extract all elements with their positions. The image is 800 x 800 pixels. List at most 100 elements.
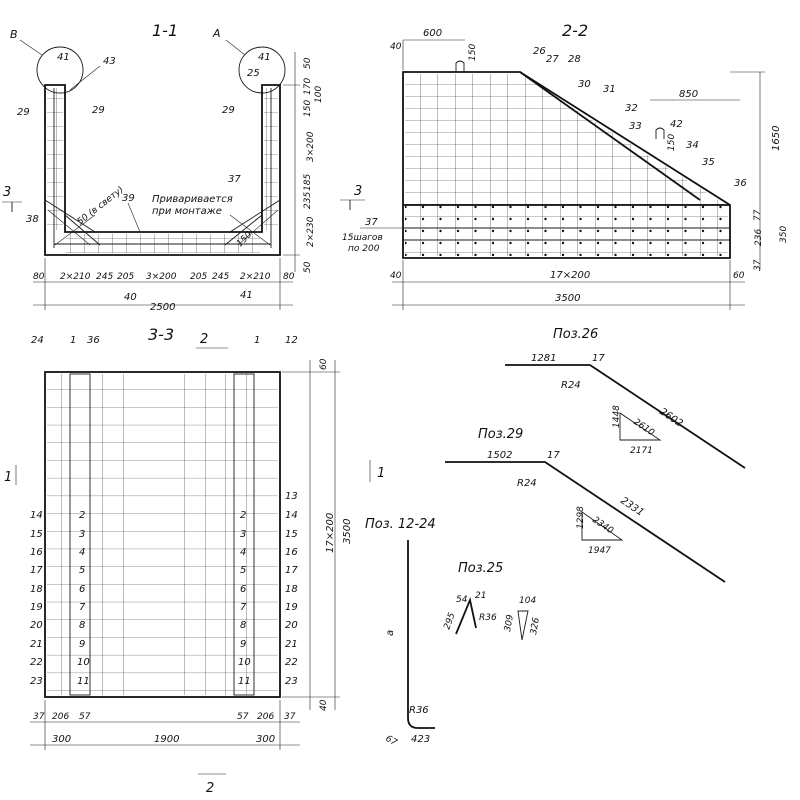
- dim-right: 3×200: [306, 131, 316, 162]
- left-label: 23: [30, 676, 43, 687]
- left-label: 20: [30, 620, 43, 631]
- slope-triangle: [581, 511, 624, 541]
- pos-label: 31: [603, 84, 616, 95]
- dim-d: 309: [503, 614, 516, 633]
- inner-label-right: 6: [240, 584, 246, 595]
- dim-right: 37: [753, 259, 763, 271]
- cut-mark: 2: [200, 332, 208, 347]
- dim-right: 236: [754, 229, 764, 246]
- pos-label: 35: [702, 157, 715, 168]
- bottom-slab-mesh: [66, 234, 260, 253]
- pos-label: 29: [92, 105, 105, 116]
- left-label: 17: [30, 565, 43, 576]
- detail-poz-26: Поз.26 1281 17 R24 2602 1448 2610 2171: [505, 327, 746, 469]
- right-column-bars: [233, 373, 255, 696]
- pos-label: 41: [57, 52, 70, 63]
- inner-label-left: 9: [79, 639, 85, 650]
- inner-label-left: 2: [79, 510, 85, 521]
- right-label: 14: [285, 510, 298, 521]
- dim-bottom: 40: [390, 271, 402, 281]
- inner-label-right: 2: [240, 510, 246, 521]
- bar-shape: [445, 461, 726, 583]
- dim-bottom: 3×200: [146, 272, 177, 282]
- detail-title: Поз.26: [553, 327, 598, 342]
- tri-hyp: 2340: [590, 515, 615, 536]
- dim-right: 77: [753, 209, 763, 221]
- right-label: 18: [285, 584, 298, 595]
- bar-length-b: 2331: [618, 495, 645, 518]
- left-label: 18: [30, 584, 43, 595]
- dim-top: 150: [667, 134, 677, 151]
- dim-top: 850: [679, 89, 698, 100]
- bar-length-a: 1281: [531, 353, 556, 364]
- left-wall-mesh: [47, 88, 63, 230]
- section-1-1: 1-1 В А 41 43 29 29 41 25 29 38 39 37 40…: [2, 21, 324, 313]
- dim-bottom: 2×210: [240, 272, 271, 282]
- dim-a: 54: [456, 595, 468, 605]
- dim-bottom: 80: [283, 272, 295, 282]
- dim-top: 150: [468, 44, 478, 61]
- pos-label: 41: [240, 290, 253, 301]
- bend-value: 17: [547, 450, 560, 461]
- dim-bottom: 300: [256, 734, 275, 745]
- mesh-3-3: [47, 374, 278, 695]
- dim-right: 3500: [342, 519, 353, 544]
- bend-radius: R24: [561, 380, 581, 391]
- bar-side: a: [385, 630, 396, 636]
- pos-label: 30: [578, 79, 591, 90]
- section-2-2: 2-2 26 27 28 30 31 32 33 42 34 35 36 37 …: [340, 21, 789, 310]
- bar-length: 423: [411, 734, 430, 745]
- note-steps-line-2: по 200: [348, 244, 380, 254]
- left-label: 15: [30, 529, 43, 540]
- pos-label: 29: [222, 105, 235, 116]
- section-1-1-title: 1-1: [152, 21, 178, 40]
- dim-bottom: 37: [284, 712, 296, 722]
- dim-bottom: 300: [52, 734, 71, 745]
- bar-shape: [407, 540, 435, 729]
- pos-label: 33: [629, 121, 642, 132]
- slope-bar: [519, 71, 701, 201]
- dim-bottom: 17×200: [550, 270, 590, 281]
- inner-label-left: 3: [79, 529, 85, 540]
- top-label: 12: [285, 335, 298, 346]
- dim-bottom: 60: [733, 271, 745, 281]
- top-label: 1: [254, 335, 260, 346]
- inner-label-right: 3: [240, 529, 246, 540]
- left-label: 22: [30, 657, 43, 668]
- left-label: 16: [30, 547, 43, 558]
- inner-label-left: 4: [79, 547, 85, 558]
- dim-bottom: 37: [33, 712, 45, 722]
- dim-right: 100: [314, 86, 324, 103]
- pos-label: 36: [734, 178, 747, 189]
- dim-e: 104: [519, 596, 536, 606]
- right-label: 17: [285, 565, 298, 576]
- inner-labels: 2 3 4 5 6 7 8 9 10 11 2 3 4 5 6 7 8 9 10…: [77, 510, 251, 687]
- dim-right: 170: [303, 78, 313, 95]
- section-2-2-title: 2-2: [562, 21, 588, 40]
- pos-label: 29: [17, 107, 30, 118]
- dim-bottom: 80: [33, 272, 45, 282]
- dim-bottom: 245: [96, 272, 113, 282]
- bend-radius: R24: [517, 478, 537, 489]
- inner-label-right: 5: [240, 565, 246, 576]
- section-3-3-title: 3-3: [148, 325, 174, 344]
- left-label: 14: [30, 510, 43, 521]
- left-label: 21: [30, 639, 43, 650]
- inner-label-left: 7: [79, 602, 86, 613]
- dim-right: 17×200: [325, 513, 336, 553]
- detail-poz-25: Поз.25 54 21 295 R36 309 104 326: [442, 561, 542, 641]
- section-2-2-outline: [402, 71, 731, 259]
- bar-foot: 67: [384, 734, 399, 749]
- right-labels: 13 14 15 16 17 18 19 20 21 22 23: [285, 491, 298, 687]
- left-label: 19: [30, 602, 43, 613]
- pos-label: 38: [26, 214, 39, 225]
- inner-label-left: 11: [77, 676, 90, 687]
- dim-bottom: 57: [79, 712, 91, 722]
- pos-label: 42: [670, 119, 683, 130]
- dim-right: 60: [319, 358, 329, 370]
- dim-bottom: 1900: [154, 734, 179, 745]
- dim-bottom: 205: [190, 272, 207, 282]
- base-dots: [405, 205, 728, 256]
- cut-mark: 2: [206, 781, 214, 796]
